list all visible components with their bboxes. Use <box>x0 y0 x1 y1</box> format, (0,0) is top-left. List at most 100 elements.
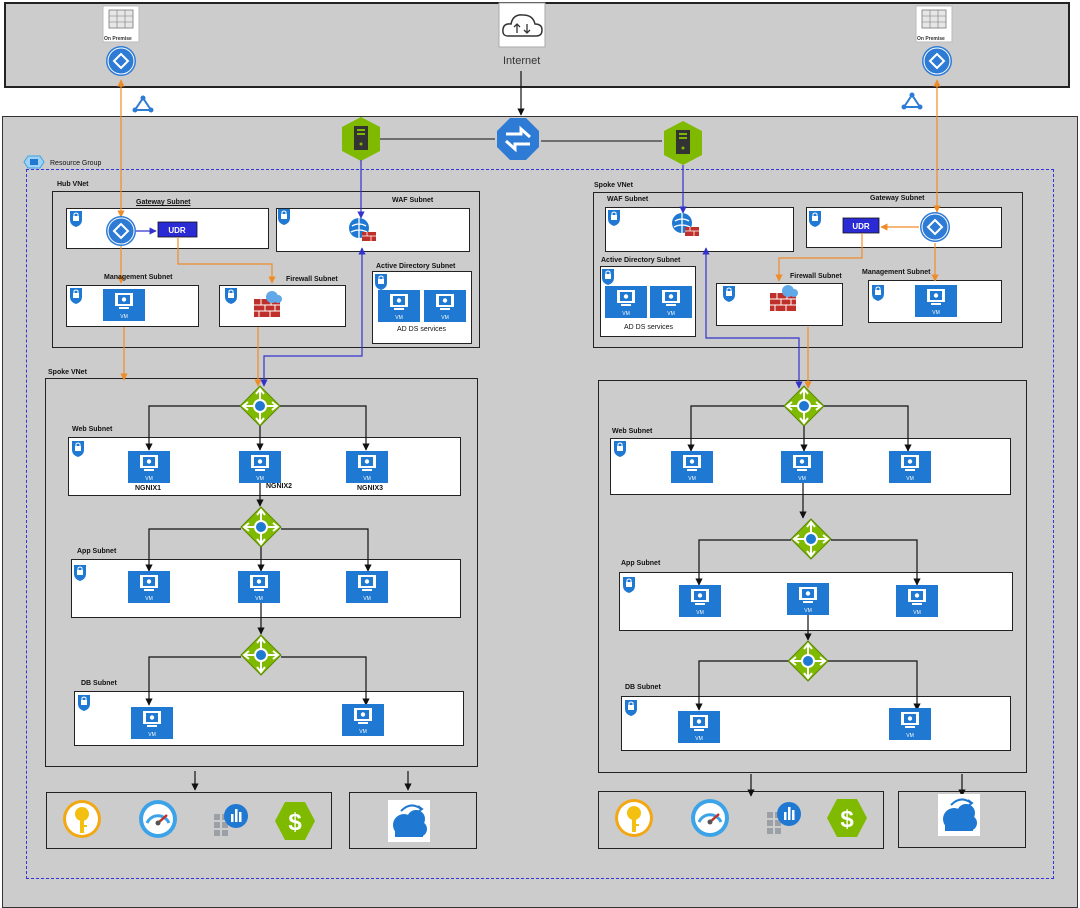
subnet-shield-icon <box>624 699 638 717</box>
vm-caption: VM <box>145 476 153 482</box>
public-ip-icon-right <box>900 91 924 111</box>
storage-icon-right <box>937 793 981 837</box>
monitor-icon-left <box>137 798 179 840</box>
gateway-router-icon-left <box>105 215 137 247</box>
storage-panel-left <box>349 792 477 849</box>
public-ip-icon-left <box>131 94 155 114</box>
subnet-shield-icon <box>277 208 291 226</box>
key-vault-icon-right <box>615 799 653 837</box>
insights-icon-right <box>767 802 801 834</box>
resource-group-boundary <box>26 169 1054 879</box>
subnet-shield-icon <box>374 273 388 291</box>
waf-subnet-label-left: WAF Subnet <box>392 197 434 204</box>
subnet-shield-icon <box>69 287 83 305</box>
on-premise-label-right: On Premise <box>917 36 945 42</box>
subnet-shield-icon <box>607 209 621 227</box>
vm-caption: VM <box>145 596 153 602</box>
gateway-subnet-label-right: Gateway Subnet <box>870 195 925 202</box>
vm-caption: VM <box>359 729 367 735</box>
subnet-shield-icon <box>73 564 87 582</box>
app-subnet-label-left: App Subnet <box>77 548 117 555</box>
subnet-shield-icon <box>722 285 736 303</box>
monitor-icon-right <box>689 797 731 839</box>
key-vault-icon-left <box>63 800 101 838</box>
vm-caption: VM <box>798 476 806 482</box>
hub-vnet-label-left: Hub VNet <box>57 181 89 188</box>
vm-caption: VM <box>363 476 371 482</box>
subnet-shield-icon <box>613 440 627 458</box>
udr-label-left: UDR <box>168 226 186 235</box>
udr-icon-right <box>842 217 880 234</box>
vm-caption: VM <box>906 476 914 482</box>
subnet-shield-icon <box>71 440 85 458</box>
spoke-vnet-label-left: Spoke VNet <box>48 369 87 376</box>
vm-caption: VM <box>148 732 156 738</box>
internet-label: Internet <box>503 55 541 67</box>
vm-caption: VM <box>696 610 704 616</box>
waf-icon-right <box>671 212 700 237</box>
udr-label-right: UDR <box>852 222 870 231</box>
vm-caption: VM <box>441 315 449 321</box>
vm-caption: VM <box>932 310 940 316</box>
subnet-shield-icon <box>808 210 822 228</box>
ad-subnet-label-left: Active Directory Subnet <box>376 263 456 270</box>
vm-caption: VM <box>395 315 403 321</box>
nginx2-label: NGNIX2 <box>266 483 293 490</box>
vm-caption: VM <box>255 596 263 602</box>
subnet-shield-icon <box>601 268 615 286</box>
vm-caption: VM <box>913 610 921 616</box>
gateway-router-icon-right <box>919 211 951 243</box>
subnet-shield-icon <box>224 287 238 305</box>
firewall-subnet-label-left: Firewall Subnet <box>286 276 338 283</box>
cost-management-icon-right <box>827 799 867 837</box>
subnet-shield-icon <box>77 694 91 712</box>
waf-subnet-right <box>605 207 794 252</box>
load-balancer-icon-web-right <box>783 385 825 427</box>
load-balancer-icon-web-left <box>239 385 281 427</box>
db-subnet-label-right: DB Subnet <box>625 684 661 691</box>
ad-services-label-left: AD DS services <box>397 326 447 333</box>
waf-subnet-left <box>276 208 470 252</box>
waf-icon-left <box>348 217 377 242</box>
services-panel-right <box>598 791 884 849</box>
ad-subnet-label-right: Active Directory Subnet <box>601 257 681 264</box>
vm-caption: VM <box>695 736 703 742</box>
vm-caption: VM <box>363 596 371 602</box>
on-premise-router-icon-right <box>921 45 953 77</box>
vm-caption: VM <box>622 311 630 317</box>
load-balancer-icon-db-right <box>787 640 829 682</box>
load-balancer-icon-db-left <box>240 634 282 676</box>
management-subnet-label-right: Management Subnet <box>862 269 931 276</box>
on-premise-label-left: On Premise <box>104 36 132 42</box>
resource-group-icon <box>23 155 45 169</box>
virtual-network-gateway-icon <box>495 116 541 162</box>
firewall-icon-left <box>253 290 283 318</box>
subnet-shield-icon <box>871 284 885 302</box>
firewall-icon-right <box>769 284 799 312</box>
nginx1-label: NGNIX1 <box>135 485 162 492</box>
web-subnet-label-left: Web Subnet <box>72 426 113 433</box>
vm-caption: VM <box>667 311 675 317</box>
subnet-shield-icon <box>69 210 83 228</box>
load-balancer-icon-app-left <box>240 506 282 548</box>
storage-icon-left <box>387 799 431 843</box>
vpn-gateway-icon-right <box>663 120 703 166</box>
vm-caption: VM <box>120 314 128 320</box>
app-subnet-label-right: App Subnet <box>621 560 661 567</box>
services-panel-left <box>46 792 332 849</box>
on-premise-router-icon-left <box>105 45 137 77</box>
cost-management-icon-left <box>275 802 315 840</box>
vm-caption: VM <box>906 733 914 739</box>
subnet-shield-icon <box>622 576 636 594</box>
spoke-vnet-label-right: Spoke VNet <box>594 182 633 189</box>
insights-icon-left <box>214 804 248 836</box>
db-subnet-label-left: DB Subnet <box>81 680 117 687</box>
management-subnet-label-left: Management Subnet <box>104 274 173 281</box>
waf-subnet-label-right: WAF Subnet <box>607 196 649 203</box>
internet-cloud-icon <box>498 2 546 48</box>
load-balancer-icon-app-right <box>790 518 832 560</box>
vm-caption: VM <box>804 608 812 614</box>
web-subnet-label-right: Web Subnet <box>612 428 653 435</box>
vm-caption: VM <box>256 476 264 482</box>
